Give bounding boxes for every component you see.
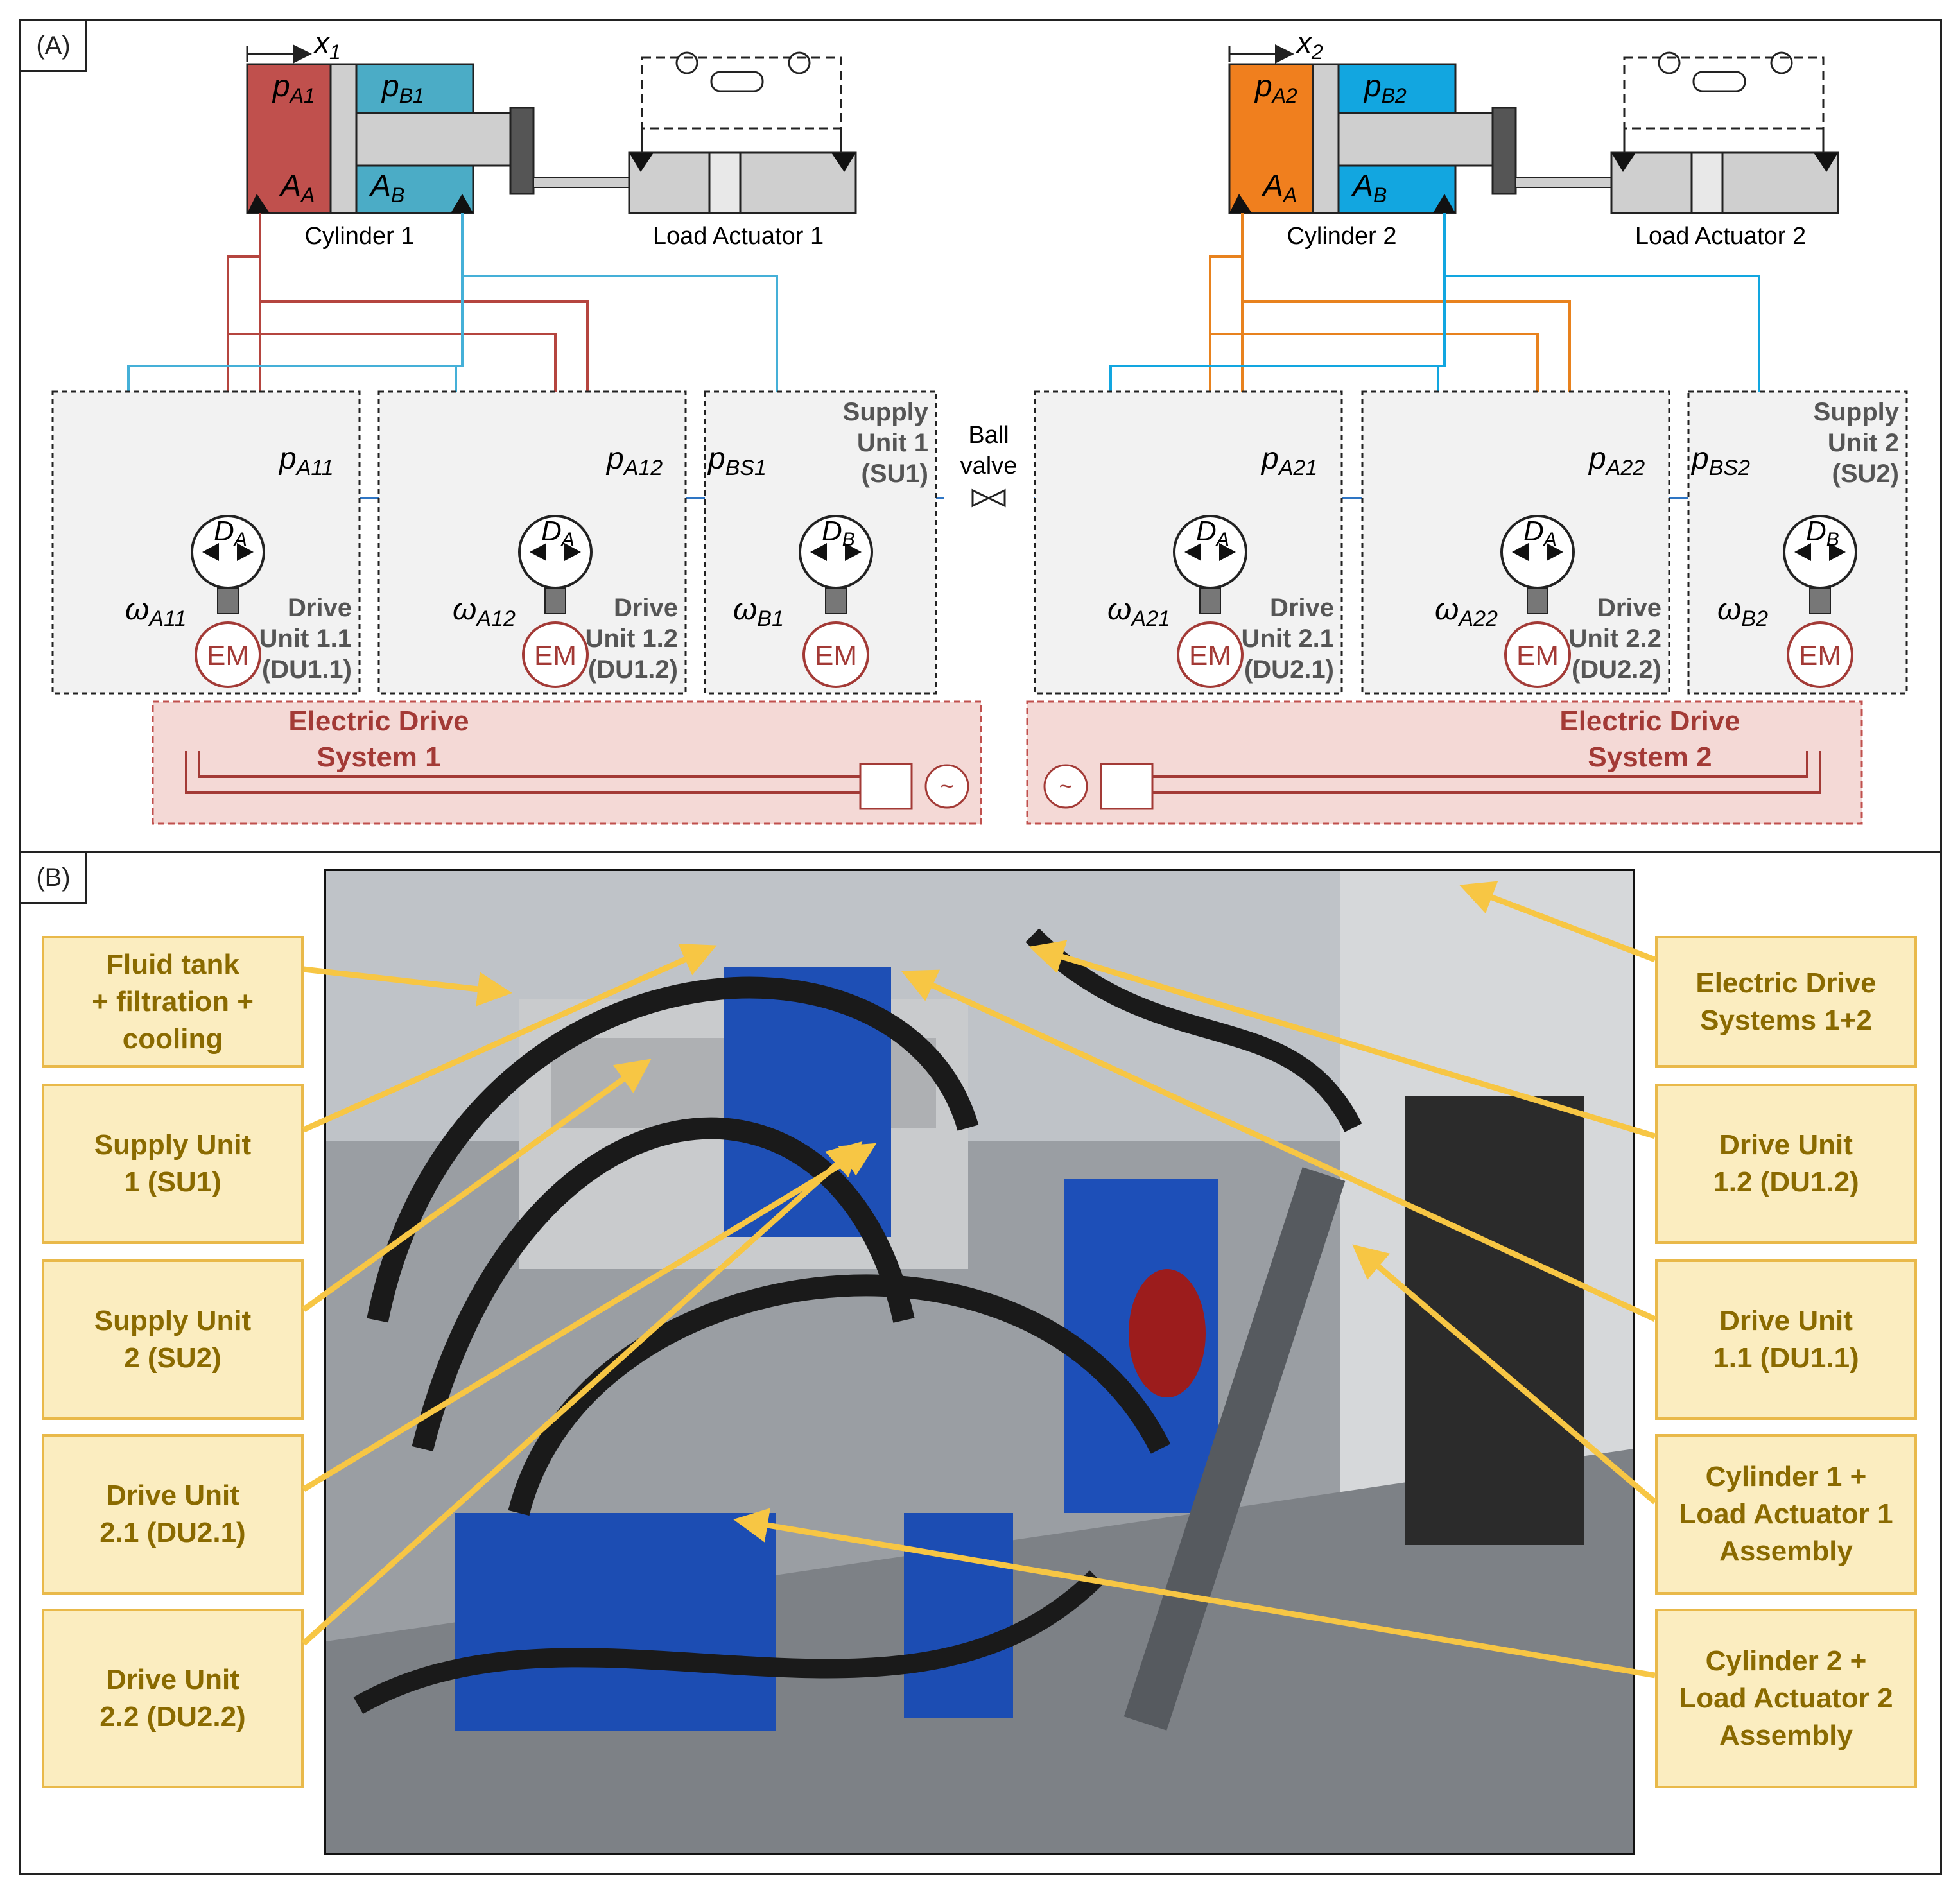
svg-text:(DU2.1): (DU2.1) [1244,655,1334,684]
svg-text:ωA12: ωA12 [453,592,516,631]
svg-text:Drive: Drive [1270,594,1334,622]
svg-text:(SU1): (SU1) [862,460,928,488]
svg-text:pA12: pA12 [605,442,663,480]
svg-text:EM: EM [1799,640,1841,671]
svg-text:EM: EM [1189,640,1231,671]
svg-text:Electric Drive: Electric Drive [288,705,469,737]
svg-text:pA11: pA11 [278,442,334,480]
svg-text:ωA22: ωA22 [1435,592,1498,631]
svg-text:Cylinder 2: Cylinder 2 [1287,223,1396,250]
svg-text:x1: x1 [313,26,341,64]
svg-text:pA1: pA1 [272,69,315,107]
svg-text:(DU2.2): (DU2.2) [1572,655,1661,684]
svg-text:DB: DB [1806,515,1839,550]
svg-text:Unit 1.1: Unit 1.1 [259,625,352,653]
right-callout-5: Cylinder 2 + Load Actuator 2 Assembly [1655,1609,1917,1788]
svg-text:AA: AA [279,169,315,207]
svg-text:pBS2: pBS2 [1690,442,1750,480]
test-rig-illustration [326,871,1633,1853]
svg-text:System 2: System 2 [1588,741,1712,773]
test-rig-photo [324,869,1635,1855]
svg-text:AB: AB [369,169,404,207]
svg-text:pA2: pA2 [1254,69,1297,107]
svg-text:Cylinder 1: Cylinder 1 [304,223,414,250]
right-callout-2: Drive Unit 1.2 (DU1.2) [1655,1084,1917,1244]
svg-text:Drive: Drive [614,594,678,622]
svg-text:DA: DA [214,515,247,550]
svg-text:pA22: pA22 [1588,442,1645,480]
svg-text:valve: valve [960,453,1018,480]
svg-text:AA: AA [1261,169,1297,207]
svg-text:EM: EM [815,640,857,671]
svg-text:~: ~ [940,773,953,799]
svg-text:Ball: Ball [968,422,1009,449]
svg-text:ωB2: ωB2 [1717,592,1768,631]
electric-drive-system-2: Electric Drive System 2 ~ [1026,700,1863,825]
svg-text:Unit 2.1: Unit 2.1 [1242,625,1334,653]
svg-text:(DU1.2): (DU1.2) [588,655,678,684]
svg-text:ωA21: ωA21 [1107,592,1170,631]
cylinder-2: x2 pA2 pB2 AA AB Cylinder 2 [1228,26,1664,250]
svg-text:Supply: Supply [843,398,929,426]
left-callout-2: Supply Unit 1 (SU1) [42,1084,304,1244]
svg-text:Unit 2.2: Unit 2.2 [1569,625,1661,653]
load-actuator-2: Load Actuator 2 [1610,51,1839,250]
svg-text:Unit 2: Unit 2 [1828,429,1899,457]
svg-text:Drive: Drive [1597,594,1661,622]
load-actuator-1: Load Actuator 1 [628,51,857,250]
svg-text:EM: EM [207,640,249,671]
right-callout-4: Cylinder 1 + Load Actuator 1 Assembly [1655,1434,1917,1595]
svg-text:ωA11: ωA11 [125,592,186,631]
svg-text:pA21: pA21 [1260,442,1317,480]
svg-text:Electric Drive: Electric Drive [1559,705,1740,737]
right-callout-3: Drive Unit 1.1 (DU1.1) [1655,1259,1917,1420]
hydraulic-schematic: x1 pA1 pB1 AA AB Cylinder 1 Load Actuato… [51,26,1908,825]
cylinder-1: x1 pA1 pB1 AA AB Cylinder 1 [246,26,682,250]
electric-drive-system-1: Electric Drive System 1 ~ [152,700,982,825]
left-callout-4: Drive Unit 2.1 (DU2.1) [42,1434,304,1595]
svg-text:Drive: Drive [288,594,352,622]
svg-text:EM: EM [1516,640,1559,671]
svg-text:AB: AB [1351,169,1387,207]
left-callout-1: Fluid tank + filtration + cooling [42,936,304,1068]
svg-text:Unit 1.2: Unit 1.2 [585,625,678,653]
svg-text:Load Actuator 1: Load Actuator 1 [653,223,824,250]
right-callout-1: Electric Drive Systems 1+2 [1655,936,1917,1068]
svg-text:pB2: pB2 [1363,69,1407,107]
svg-text:DA: DA [1523,515,1557,550]
svg-text:Load Actuator 2: Load Actuator 2 [1635,223,1806,250]
left-callout-3: Supply Unit 2 (SU2) [42,1259,304,1420]
panel-b-tag: (B) [21,853,87,904]
svg-text:Unit 1: Unit 1 [857,429,928,457]
left-callout-5: Drive Unit 2.2 (DU2.2) [42,1609,304,1788]
svg-text:System 1: System 1 [317,741,440,773]
svg-text:DB: DB [822,515,855,550]
svg-text:pB1: pB1 [381,69,424,107]
svg-text:DA: DA [1196,515,1229,550]
panel-a-tag: (A) [21,21,87,72]
svg-text:DA: DA [541,515,575,550]
svg-text:pBS1: pBS1 [707,442,767,480]
svg-text:ωB1: ωB1 [733,592,784,631]
svg-text:(DU1.1): (DU1.1) [262,655,352,684]
svg-text:(SU2): (SU2) [1832,460,1899,488]
svg-text:Supply: Supply [1814,398,1900,426]
svg-text:x2: x2 [1296,26,1323,64]
ball-valve-symbol: Ball valve [960,422,1018,508]
svg-text:~: ~ [1059,773,1072,799]
svg-text:EM: EM [534,640,577,671]
